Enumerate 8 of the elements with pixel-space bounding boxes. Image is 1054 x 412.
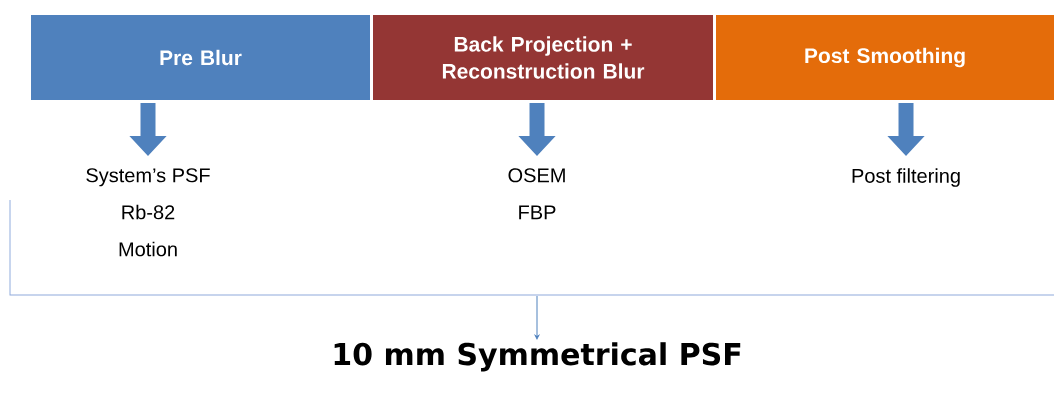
stage-header: Post Smoothing [715, 14, 1054, 101]
result-title: 10 mm Symmetrical PSF [334, 342, 741, 372]
method-list: Post filtering [852, 168, 960, 187]
stage-header: Pre Blur [30, 14, 371, 101]
method-list: System’s PSF Rb-82 Motion [86, 168, 210, 257]
arrow [534, 295, 540, 340]
method-list: OSEM FBP [508, 168, 565, 220]
stage-header: Back Projection + Reconstruction Blur [372, 14, 714, 101]
